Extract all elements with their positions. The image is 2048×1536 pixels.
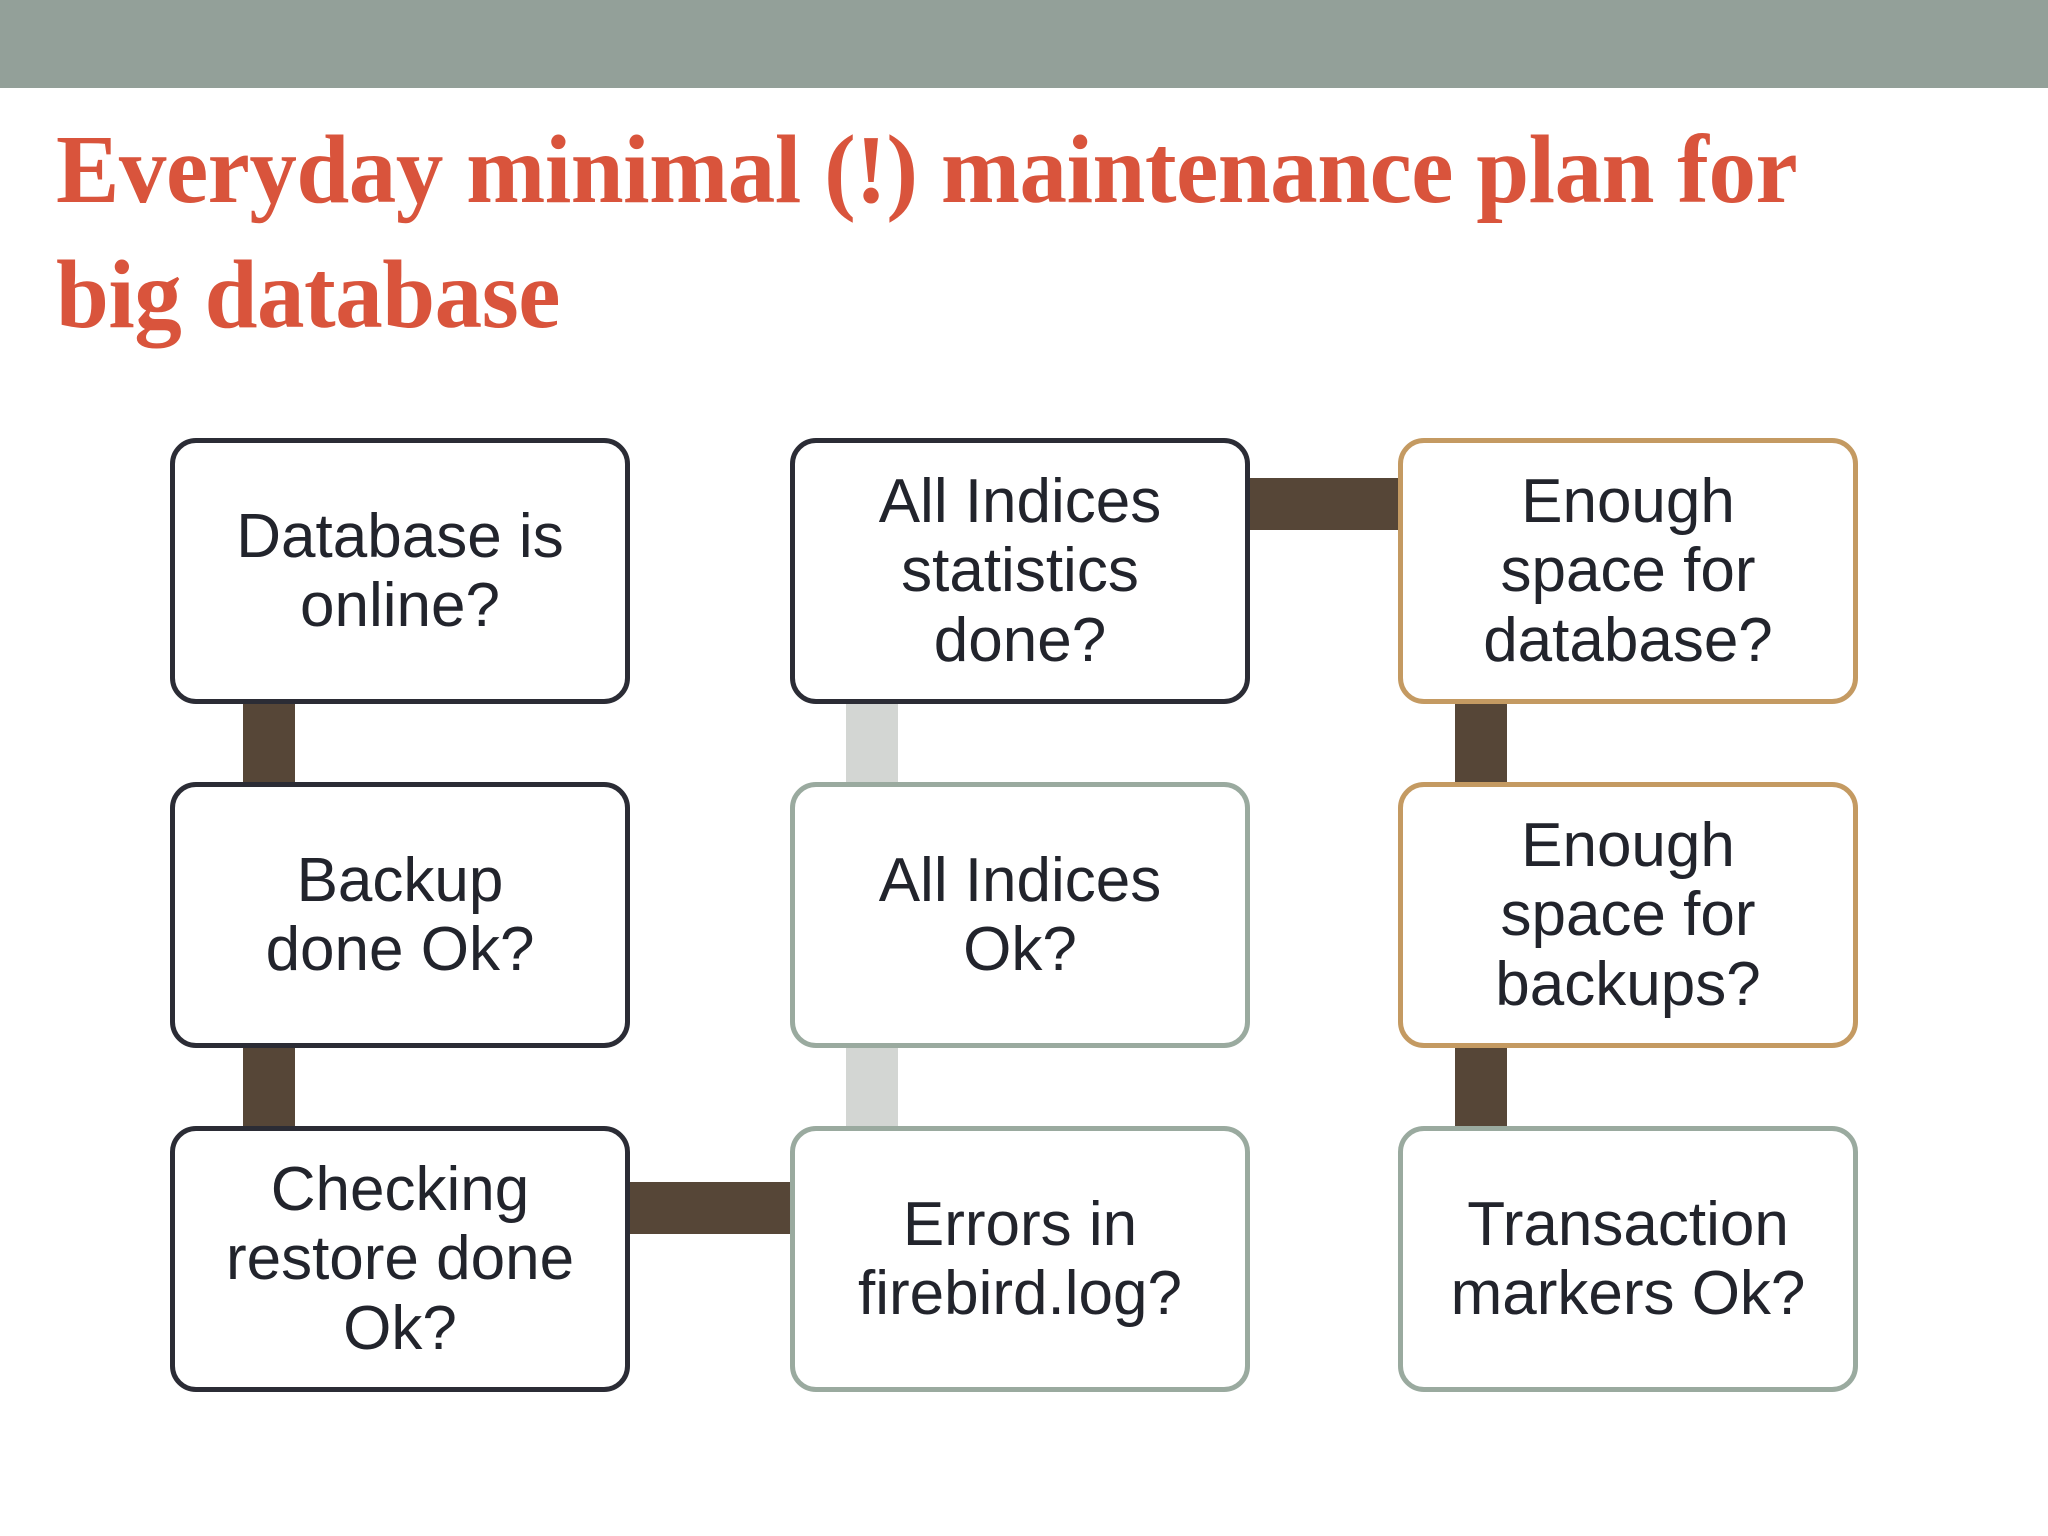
page-title: Everyday minimal (!) maintenance plan fo…: [56, 116, 1819, 350]
connector-indices-statistics-to-indices-ok: [846, 700, 898, 798]
connector-space-backups-to-transaction-markers: [1455, 1042, 1507, 1138]
node-checking-restore[interactable]: Checking restore done Ok?: [170, 1126, 630, 1392]
node-indices-statistics[interactable]: All Indices statistics done?: [790, 438, 1250, 704]
node-indices-ok[interactable]: All Indices Ok?: [790, 782, 1250, 1048]
node-space-backups[interactable]: Enough space for backups?: [1398, 782, 1858, 1048]
connector-indices-ok-to-errors-firebird-log: [846, 1042, 898, 1138]
connector-indices-statistics-to-space-database: [1218, 478, 1416, 530]
top-accent-bar: [0, 0, 2048, 88]
connector-checking-restore-to-errors-firebird-log: [610, 1182, 808, 1234]
node-database-online[interactable]: Database is online?: [170, 438, 630, 704]
connector-database-online-to-backup-done: [243, 700, 295, 798]
node-transaction-markers[interactable]: Transaction markers Ok?: [1398, 1126, 1858, 1392]
node-backup-done[interactable]: Backup done Ok?: [170, 782, 630, 1048]
node-errors-firebird-log[interactable]: Errors in firebird.log?: [790, 1126, 1250, 1392]
connector-space-database-to-space-backups: [1455, 700, 1507, 798]
node-space-database[interactable]: Enough space for database?: [1398, 438, 1858, 704]
connector-backup-done-to-checking-restore: [243, 1042, 295, 1138]
